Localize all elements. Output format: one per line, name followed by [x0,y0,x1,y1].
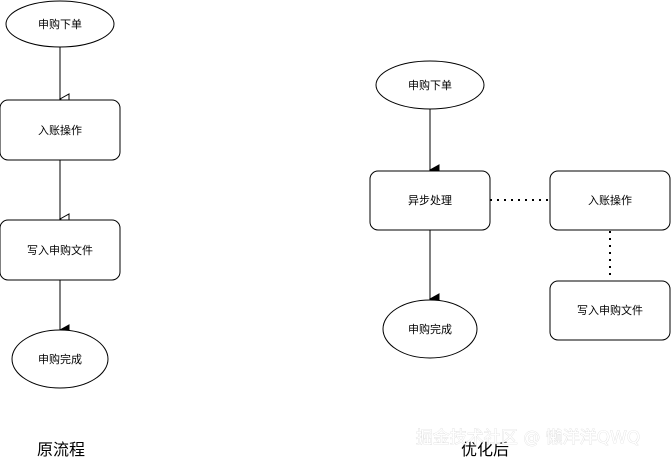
node-optimized-complete-label: 申购完成 [408,322,452,336]
node-optimized-accounting-label: 入账操作 [588,193,632,207]
node-original-write-file-label: 写入申购文件 [27,243,93,257]
node-optimized-async-label: 异步处理 [408,194,452,207]
caption-optimized-flow: 优化后 [461,440,509,459]
node-original-complete: 申购完成 [11,329,109,389]
original-flow: 申购下单 入账操作 写入申购文件 申购完成 原流程 [0,0,121,459]
node-original-submit-order: 申购下单 [5,0,115,48]
node-optimized-write-file: 写入申购文件 [549,280,671,341]
node-optimized-write-file-label: 写入申购文件 [577,303,643,317]
node-optimized-async: 异步处理 [369,170,491,231]
watermark-text: 掘金技术社区 @ 懒洋洋QWQ [416,428,640,448]
node-optimized-accounting: 入账操作 [549,170,671,231]
optimized-flow: 申购下单 异步处理 入账操作 写入申购文件 申购完成 [369,60,671,459]
node-original-write-file: 写入申购文件 [0,219,121,281]
node-original-complete-label: 申购完成 [38,352,82,366]
node-original-accounting: 入账操作 [0,99,121,161]
node-optimized-submit-order-label: 申购下单 [408,78,452,92]
caption-original-flow: 原流程 [37,440,85,459]
node-original-submit-order-label: 申购下单 [38,17,82,31]
node-original-accounting-label: 入账操作 [38,123,82,137]
node-optimized-submit-order: 申购下单 [375,60,485,110]
node-optimized-complete: 申购完成 [382,299,478,359]
